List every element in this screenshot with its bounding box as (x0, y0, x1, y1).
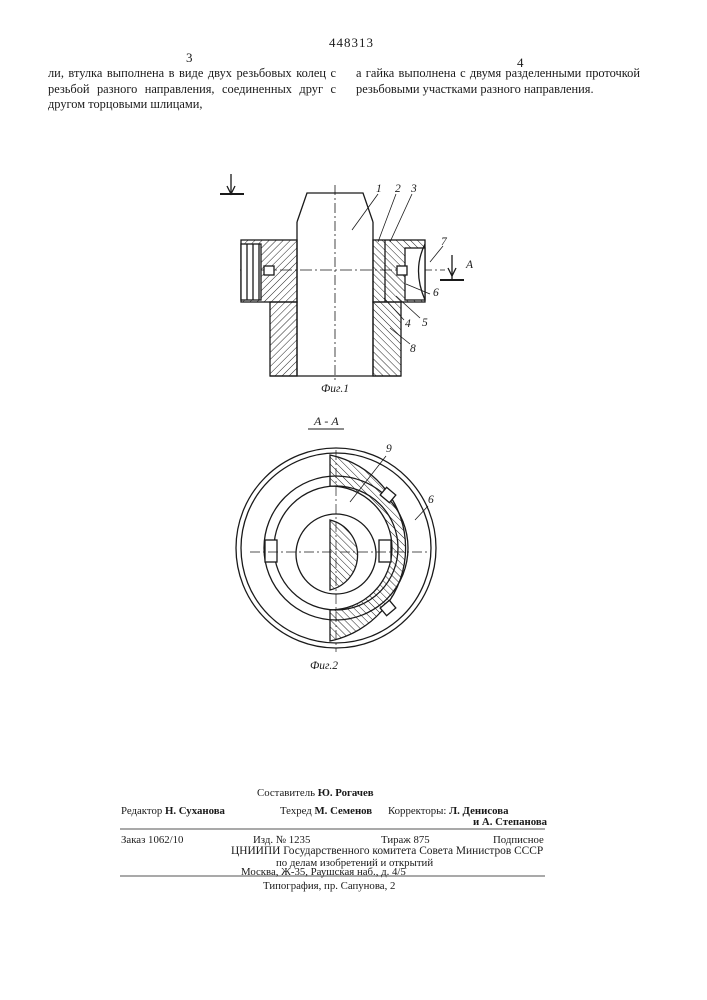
org-line-1: ЦНИИПИ Государственного комитета Совета … (231, 845, 543, 857)
printing-house: Типография, пр. Сапунова, 2 (263, 880, 395, 892)
order-number: Заказ 1062/10 (121, 834, 183, 846)
org-line-3: Москва, Ж-35, Раушская наб., д. 4/5 (241, 866, 406, 878)
